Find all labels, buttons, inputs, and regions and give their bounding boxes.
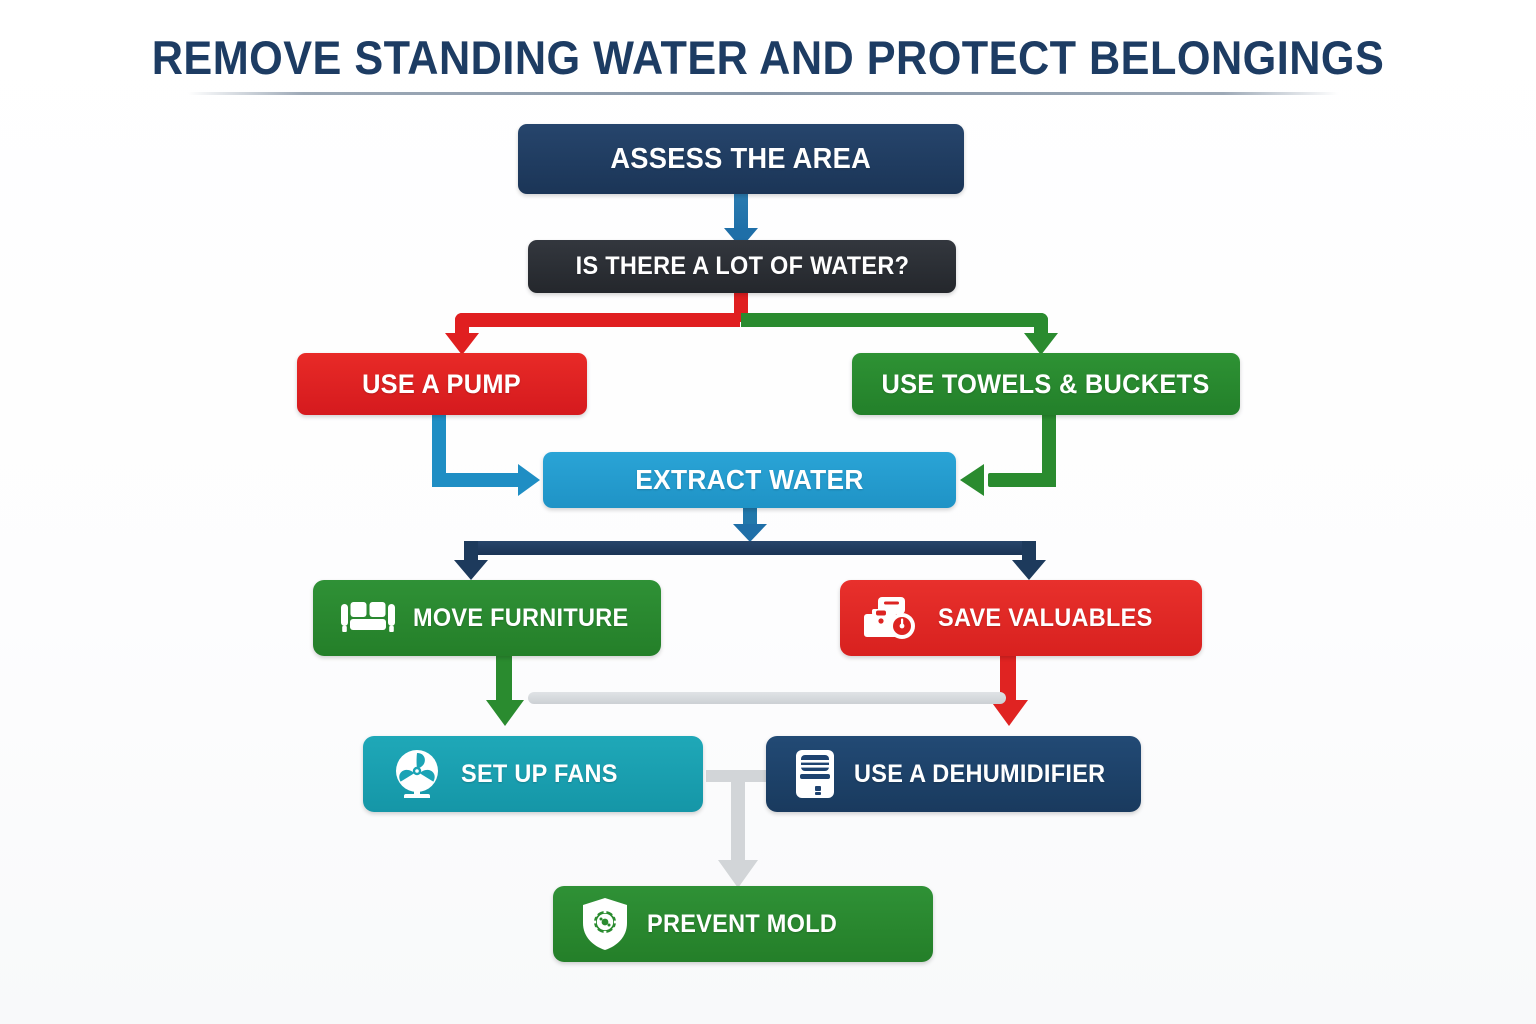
node-use-a-pump[interactable]: USE A PUMP	[297, 353, 587, 415]
briefcase-safe-icon	[862, 595, 920, 641]
node-save-valuables[interactable]: SAVE VALUABLES	[840, 580, 1202, 656]
node-prevent-mold[interactable]: PREVENT MOLD	[553, 886, 933, 962]
node-assess-the-area[interactable]: ASSESS THE AREA	[518, 124, 964, 194]
page-title: REMOVE STANDING WATER AND PROTECT BELONG…	[151, 31, 1385, 84]
node-use-towels-and-buckets[interactable]: USE TOWELS & BUCKETS	[852, 353, 1240, 415]
node-use-a-dehumidifier[interactable]: USE A DEHUMIDIFIER	[766, 736, 1141, 812]
shield-germ-icon	[581, 897, 629, 951]
node-label: MOVE FURNITURE	[413, 603, 629, 632]
fan-icon	[391, 749, 443, 799]
node-label: SAVE VALUABLES	[938, 603, 1153, 632]
node-label: SET UP FANS	[461, 759, 618, 788]
sofa-icon	[341, 598, 395, 638]
node-label: USE A PUMP	[362, 368, 522, 399]
node-label: USE A DEHUMIDIFIER	[854, 759, 1106, 788]
node-label: IS THERE A LOT OF WATER?	[575, 252, 909, 280]
node-label: USE TOWELS & BUCKETS	[881, 368, 1211, 399]
node-move-furniture[interactable]: MOVE FURNITURE	[313, 580, 661, 656]
node-set-up-fans[interactable]: SET UP FANS	[363, 736, 703, 812]
node-label: EXTRACT WATER	[635, 464, 864, 495]
node-extract-water[interactable]: EXTRACT WATER	[543, 452, 956, 508]
dehumidifier-icon	[794, 749, 836, 799]
node-is-there-a-lot-of-water[interactable]: IS THERE A LOT OF WATER?	[528, 240, 956, 293]
node-label: ASSESS THE AREA	[610, 142, 872, 175]
node-label: PREVENT MOLD	[647, 909, 838, 938]
title-divider	[188, 92, 1338, 95]
